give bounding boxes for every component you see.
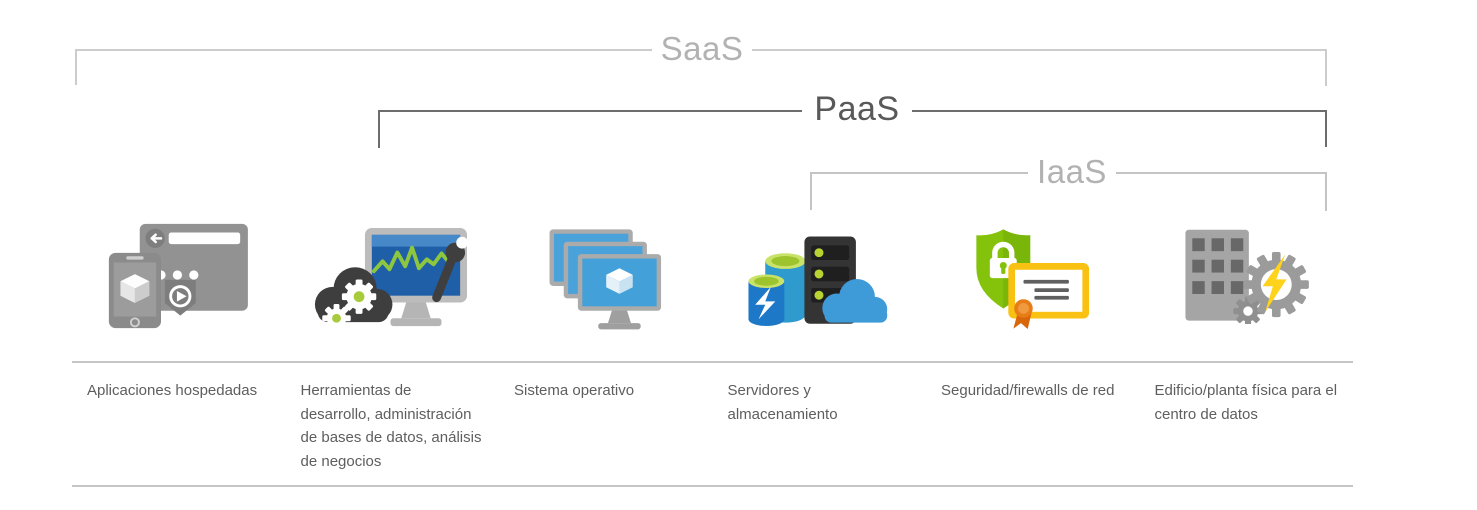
saas-bracket-left-line [75,49,652,85]
iaas-bracket-left-line [810,172,1028,210]
servers-storage-icon [748,236,888,326]
top-divider-line [72,361,1353,363]
column-1-icon-cell [72,206,286,332]
column-4-label: Servidores y almacenamiento [727,382,838,423]
column-2-icon-cell [286,206,500,332]
icons-row [72,206,1353,332]
paas-label: PaaS [814,90,900,128]
column-5-icon-cell [926,206,1140,332]
column-2-label: Herramientas de desarrollo, administraci… [300,382,482,470]
paas-bracket-right-line [912,110,1327,147]
operating-system-icon [549,229,662,330]
saas-label: SaaS [660,30,744,67]
labels-row: Aplicaciones hospedadas Herramientas de … [72,379,1353,473]
development-tools-icon [314,227,468,332]
network-security-icon [976,229,1090,330]
datacenter-building-icon [1185,229,1309,324]
column-6-label: Edificio/planta física para el centro de… [1154,382,1338,423]
hosted-applications-icon [109,223,249,329]
iaas-bracket-right-line [1116,172,1327,211]
iaas-label: IaaS [1037,153,1107,190]
column-5-label: Seguridad/firewalls de red [941,382,1115,399]
column-1-label: Aplicaciones hospedadas [87,382,258,399]
bottom-divider-line [72,485,1353,487]
column-3-icon-cell [499,206,713,332]
column-3-label: Sistema operativo [514,382,635,399]
saas-bracket-right-line [752,49,1327,86]
paas-bracket-left-line [378,110,802,148]
column-6-icon-cell [1140,206,1354,324]
column-4-icon-cell [713,206,927,326]
